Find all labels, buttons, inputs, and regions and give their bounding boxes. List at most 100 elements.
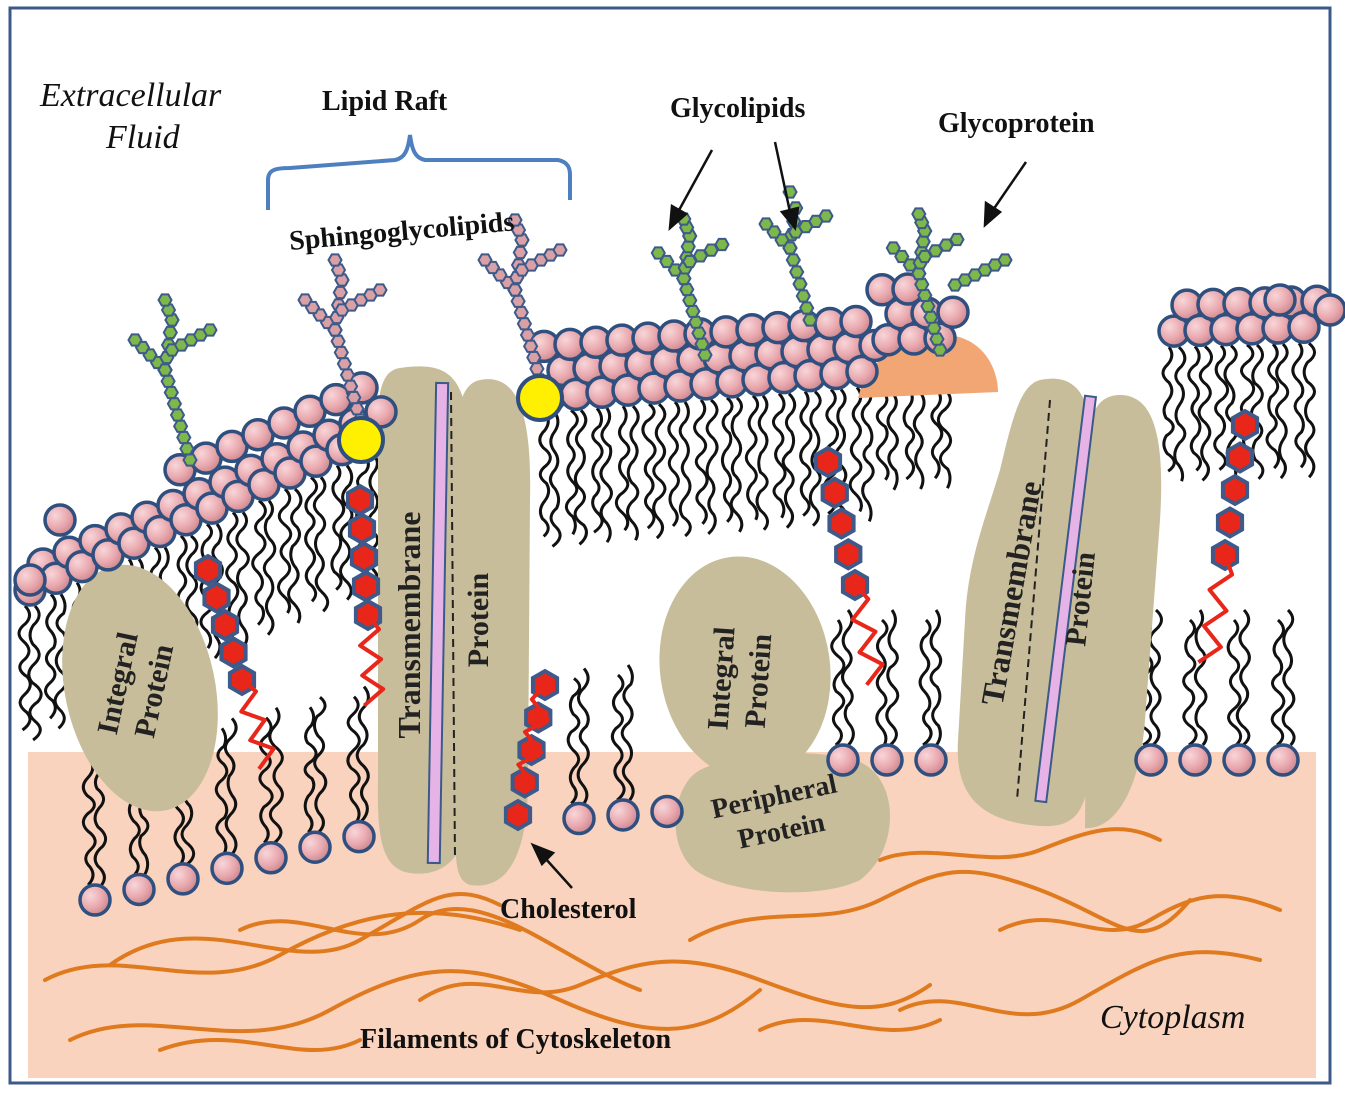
cholesterol-molecule: [813, 445, 885, 687]
glycoprotein-label: Glycoprotein: [938, 108, 1095, 139]
cytoskeleton-filament: [158, 1038, 362, 1052]
lipid-tail: [860, 386, 875, 522]
lipid-head: [870, 743, 904, 777]
cholesterol-molecule: [503, 668, 560, 832]
lipid-head: [936, 295, 970, 329]
lipid-tail: [214, 727, 229, 854]
lipid-head: [839, 304, 873, 339]
cholesterol-molecule: [193, 553, 276, 771]
lipid-tail: [1274, 343, 1290, 480]
lipid-tail: [929, 609, 943, 746]
sphingolipid-head-2: [516, 374, 564, 422]
transmembrane-left-label: Transmembrane: [391, 512, 427, 739]
lipid-tail: [875, 618, 889, 746]
lipid-tail: [667, 400, 681, 528]
lipid-tail: [744, 394, 760, 521]
peripheral-protein: [675, 752, 890, 893]
lipid-tail: [830, 619, 846, 747]
glycoprotein-chain: [947, 253, 1013, 292]
svg-text:Protein: Protein: [739, 632, 779, 729]
lipid-tail: [614, 405, 631, 532]
lipid-head: [1222, 743, 1256, 777]
lipid-head: [298, 830, 332, 864]
lipid-tail: [53, 593, 68, 730]
extracellular-label-line1: Extracellular: [39, 77, 222, 114]
lipid-tail: [44, 593, 57, 720]
lipid-tail: [1193, 609, 1208, 747]
lipid-tail: [268, 706, 284, 844]
cytoskeleton-filament: [878, 827, 1162, 862]
lipid-tail: [1265, 343, 1281, 470]
lipid-tail: [808, 390, 822, 527]
lipid-tail: [223, 717, 238, 855]
lipid-head: [1287, 310, 1321, 345]
lipid-tail: [885, 609, 900, 747]
lipid-tail: [620, 664, 635, 801]
lipid-tail: [548, 411, 562, 548]
lipid-head: [1266, 743, 1300, 777]
lipid-head: [166, 862, 200, 896]
cytoskeleton-filament: [898, 950, 1262, 1017]
lipid-tail: [287, 487, 303, 624]
lipid-tail: [1226, 618, 1243, 747]
lipid-raft-label: Lipid Raft: [322, 86, 448, 117]
lipid-tail: [330, 464, 346, 591]
lipid-tail: [81, 759, 97, 887]
lipid-tail: [678, 401, 692, 538]
integral-protein-middle-label: Integral Protein: [701, 626, 779, 731]
lipid-tail: [312, 696, 328, 834]
lipid-tail: [591, 407, 604, 534]
lipid-tail: [262, 499, 277, 636]
transmembrane-protein-left: [377, 366, 531, 886]
lipid-tail: [564, 409, 579, 536]
lipid-tail: [1148, 608, 1163, 747]
lipid-head: [43, 503, 77, 537]
glycolipid-chain: [650, 246, 692, 286]
transmembrane-protein-right: [957, 378, 1162, 829]
lipid-head: [826, 743, 860, 777]
cytoskeleton-filament: [43, 910, 522, 982]
lipid-head: [342, 819, 376, 854]
protein-left-label: Protein: [462, 572, 495, 667]
lipid-head: [606, 798, 640, 832]
sphingoglycolipid-chain: [327, 323, 368, 427]
lipid-head: [78, 883, 112, 917]
lipid-tail: [1235, 608, 1251, 747]
lipid-tail: [1182, 618, 1198, 747]
cytoskeleton-filament: [418, 959, 932, 1010]
lipid-head: [914, 743, 948, 777]
lipid-head: [562, 801, 596, 836]
lipid-raft-bracket: [266, 134, 572, 210]
cytoskeleton-filaments: [43, 827, 1282, 1052]
lipid-tail: [1250, 343, 1265, 480]
integral-protein-middle: [659, 556, 831, 780]
lipid-tail: [1281, 608, 1296, 747]
lipid-tail: [566, 677, 582, 805]
lipid-head: [254, 841, 288, 875]
lipid-tail: [610, 673, 626, 802]
lipid-head: [1313, 293, 1345, 327]
filaments-label: Filaments of Cytoskeleton: [360, 1024, 672, 1055]
lipid-tail: [1161, 346, 1176, 473]
lipid-tail: [848, 386, 863, 513]
integral-protein-left: [62, 564, 218, 812]
lipid-head: [13, 563, 47, 597]
cytoskeleton-filament: [238, 907, 642, 992]
lipid-head: [1178, 743, 1212, 777]
cholesterol-molecules: [193, 408, 1260, 832]
lipid-tail: [346, 695, 361, 823]
lipid-tail: [355, 685, 370, 823]
lipid-tail: [755, 394, 769, 531]
lipid-tail: [720, 396, 734, 523]
cytoskeleton-filament: [68, 969, 762, 1042]
sphingoglycolipid-chain: [507, 213, 530, 297]
lipid-heads: [13, 272, 1345, 917]
lipid-tail: [277, 487, 293, 614]
lipid-tail: [693, 398, 709, 525]
lipid-head: [1263, 283, 1297, 317]
glycolipid-chain: [164, 323, 218, 357]
glycolipid-chain: [157, 363, 198, 467]
lipid-tail: [1173, 346, 1187, 482]
label-arrows: [530, 141, 1028, 889]
